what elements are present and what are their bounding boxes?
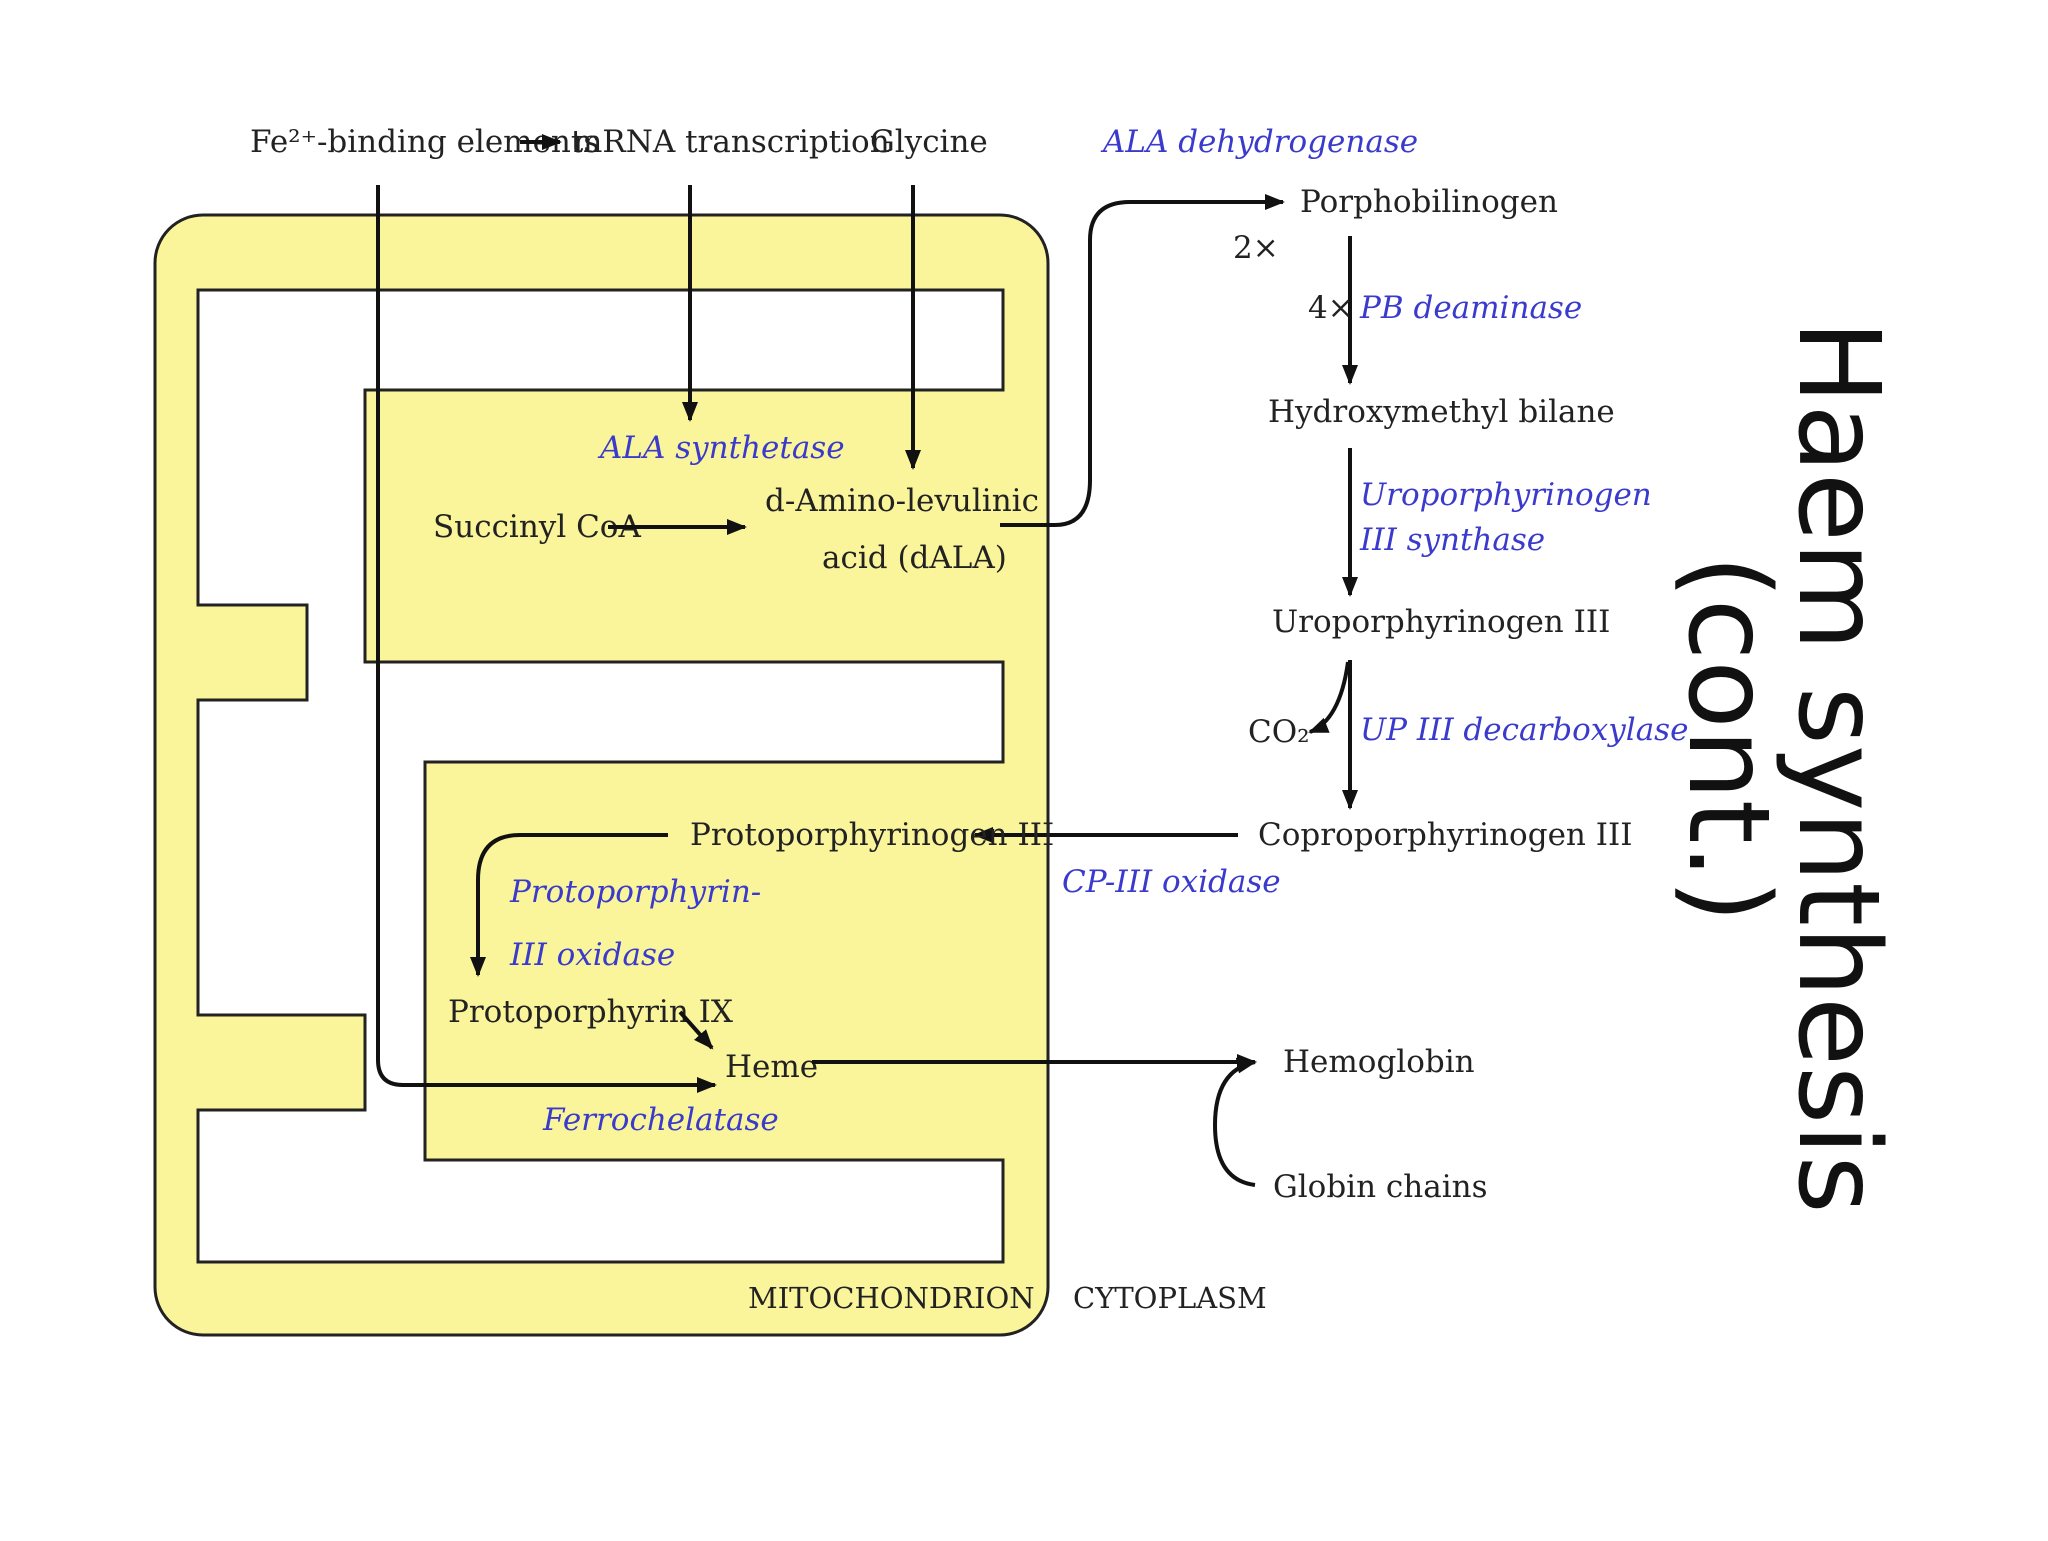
two-x-label: 2× <box>1233 230 1279 266</box>
ferrochelatase-label: Ferrochelatase <box>542 1102 779 1138</box>
protogen-to-proto-arrow <box>470 833 668 977</box>
hemoglobin-label: Hemoglobin <box>1283 1044 1475 1080</box>
cytoplasm-label: CYTOPLASM <box>1073 1281 1267 1315</box>
fe-to-heme-arrow <box>376 185 717 1093</box>
proto-to-heme-arrow <box>678 1010 714 1050</box>
ala-synthetase-label: ALA synthetase <box>597 430 845 466</box>
title-line-2: (cont.) <box>1663 555 1793 923</box>
uro-synthase-label-line1: Uroporphyrinogen <box>1360 477 1652 513</box>
up-decarboxylase-label: UP III decarboxylase <box>1360 712 1688 748</box>
title-line-1: Haem synthesis <box>1773 320 1903 1214</box>
four-x-label: 4× <box>1308 290 1354 326</box>
succinyl-coa-label: Succinyl CoA <box>433 509 641 545</box>
co2-label: CO₂ <box>1248 714 1310 750</box>
ala-dehydrogenase-label: ALA dehydrogenase <box>1100 124 1418 160</box>
intermembrane-space <box>196 288 1005 1264</box>
cp-oxidase-label: CP-III oxidase <box>1062 864 1281 900</box>
mrna-label: mRNA transcription <box>573 124 890 160</box>
globin-chains-label: Globin chains <box>1273 1169 1488 1205</box>
proto-oxidase-label-line1: Protoporphyrin- <box>509 874 761 910</box>
pb-deaminase-label: PB deaminase <box>1359 290 1582 326</box>
dala-label-line1: d-Amino-levulinic <box>765 483 1039 519</box>
coproporphyrinogen-label: Coproporphyrinogen III <box>1258 817 1632 853</box>
uro-synthase-label-line2: III synthase <box>1359 522 1545 558</box>
porphobilinogen-label: Porphobilinogen <box>1300 184 1558 220</box>
dala-to-porphobilinogen-arrow <box>1000 194 1285 527</box>
mitochondrion-label: MITOCHONDRION <box>748 1281 1035 1315</box>
co2-release-arrow <box>1308 661 1350 734</box>
dala-label-line2: acid (dALA) <box>822 540 1007 576</box>
slide-title: Haem synthesis (cont.) <box>1663 320 1903 1214</box>
glycine-label: Glycine <box>870 124 988 160</box>
proto-oxidase-label-line2: III oxidase <box>509 937 675 973</box>
protoporphyrin-label: Protoporphyrin IX <box>448 994 733 1030</box>
hydroxymethyl-bilane-label: Hydroxymethyl bilane <box>1268 394 1615 430</box>
globin-to-hemoglobin-arrow <box>1212 1057 1257 1187</box>
heme-label: Heme <box>725 1049 818 1085</box>
protoporphyrinogen-label: Protoporphyrinogen III <box>690 817 1054 853</box>
uroporphyrinogen-label: Uroporphyrinogen III <box>1272 604 1610 640</box>
